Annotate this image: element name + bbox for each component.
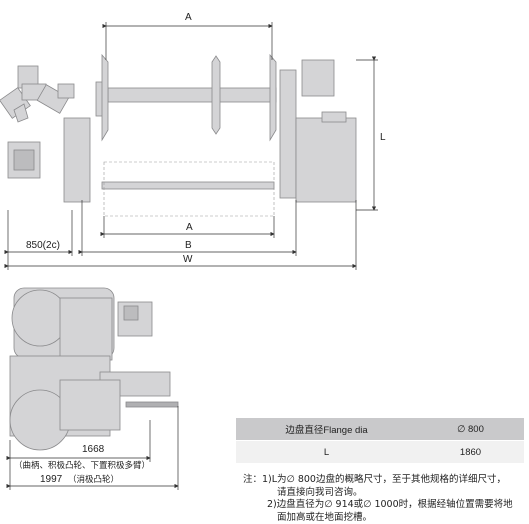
flange-left (102, 55, 108, 140)
drive-assembly-left (0, 66, 74, 122)
left-frame (64, 118, 90, 202)
flange-spec-table: 边盘直径Flange dia ∅ 800 L 1860 (236, 418, 524, 463)
top-view (0, 55, 356, 202)
spec-row-label: L (236, 441, 417, 464)
gearbox (296, 118, 356, 202)
flange-middle (212, 56, 220, 134)
dim-left-offset: 850(2c) (26, 240, 60, 251)
dim-1668: 1668 (82, 444, 105, 455)
dim-l: L (380, 132, 386, 143)
dim-a-bottom: A (186, 222, 193, 233)
dim-1668-note: （曲柄、积极凸轮、下置积极多臂） (14, 460, 150, 471)
side-view (10, 288, 178, 450)
dim-b: B (185, 240, 192, 251)
spec-header-row: 边盘直径Flange dia ∅ 800 (236, 418, 524, 441)
beam-shaft (108, 88, 276, 102)
right-frame (280, 70, 296, 198)
upper-drum (12, 290, 68, 346)
flange-right (270, 55, 276, 140)
top-block (302, 60, 334, 96)
notes-block: 注：1)L为∅ 800边盘的概略尺寸，至于其他规格的详细尺寸， 请直接向我司咨询… (243, 474, 527, 524)
dim-1997: 1997 (40, 474, 63, 485)
dim-1997-note: （消极凸轮） (68, 474, 119, 485)
spec-row-value: 1860 (417, 441, 524, 464)
dim-w: W (183, 254, 193, 265)
note-line-1: 注：1)L为∅ 800边盘的概略尺寸，至于其他规格的详细尺寸， (243, 474, 527, 487)
note-line-2: 请直接向我司咨询。 (243, 487, 527, 500)
note-line-3: 2)边盘直径为∅ 914或∅ 1000时，根据经轴位置需要将地 (243, 499, 527, 512)
spec-row-l: L 1860 (236, 441, 524, 464)
spec-header-value: ∅ 800 (417, 418, 524, 441)
dim-a-top: A (185, 12, 192, 23)
small-motor (8, 142, 40, 178)
spec-header-label: 边盘直径Flange dia (236, 418, 417, 441)
lower-bar (102, 182, 274, 189)
